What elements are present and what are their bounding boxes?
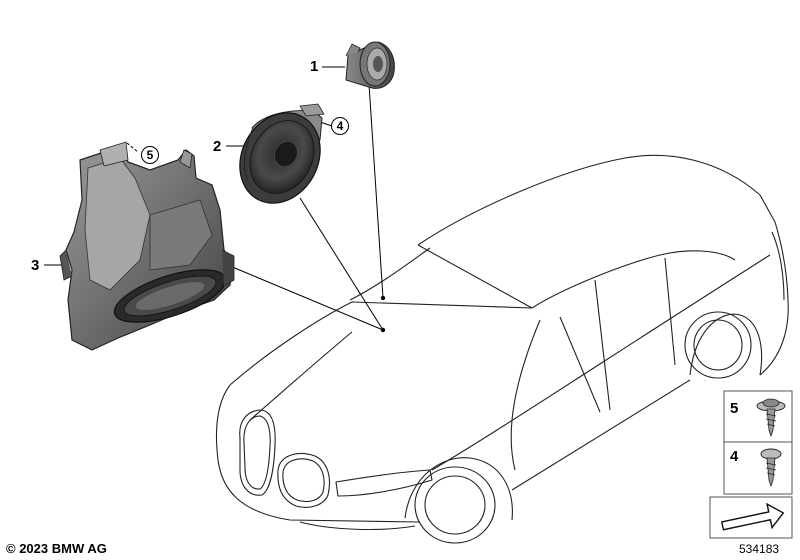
callout-1: 1 <box>310 59 318 74</box>
legend-item-4: 4 <box>730 448 738 465</box>
callout-2: 2 <box>213 139 221 154</box>
amplifier-part <box>60 142 234 350</box>
document-number: 534183 <box>739 542 779 556</box>
car-outline <box>216 155 788 543</box>
target-dot-speaker <box>381 328 385 332</box>
target-dot-tweeter <box>381 296 385 300</box>
legend-screws <box>710 391 792 538</box>
copyright-text: © 2023 BMW AG <box>6 541 107 556</box>
midrange-speaker-part <box>224 99 335 218</box>
callout-3: 3 <box>31 258 39 273</box>
callout-4-circled: 4 <box>331 117 349 135</box>
legend-item-5: 5 <box>730 400 738 417</box>
callout-5-circled: 5 <box>141 146 159 164</box>
tweeter-part <box>346 42 394 88</box>
